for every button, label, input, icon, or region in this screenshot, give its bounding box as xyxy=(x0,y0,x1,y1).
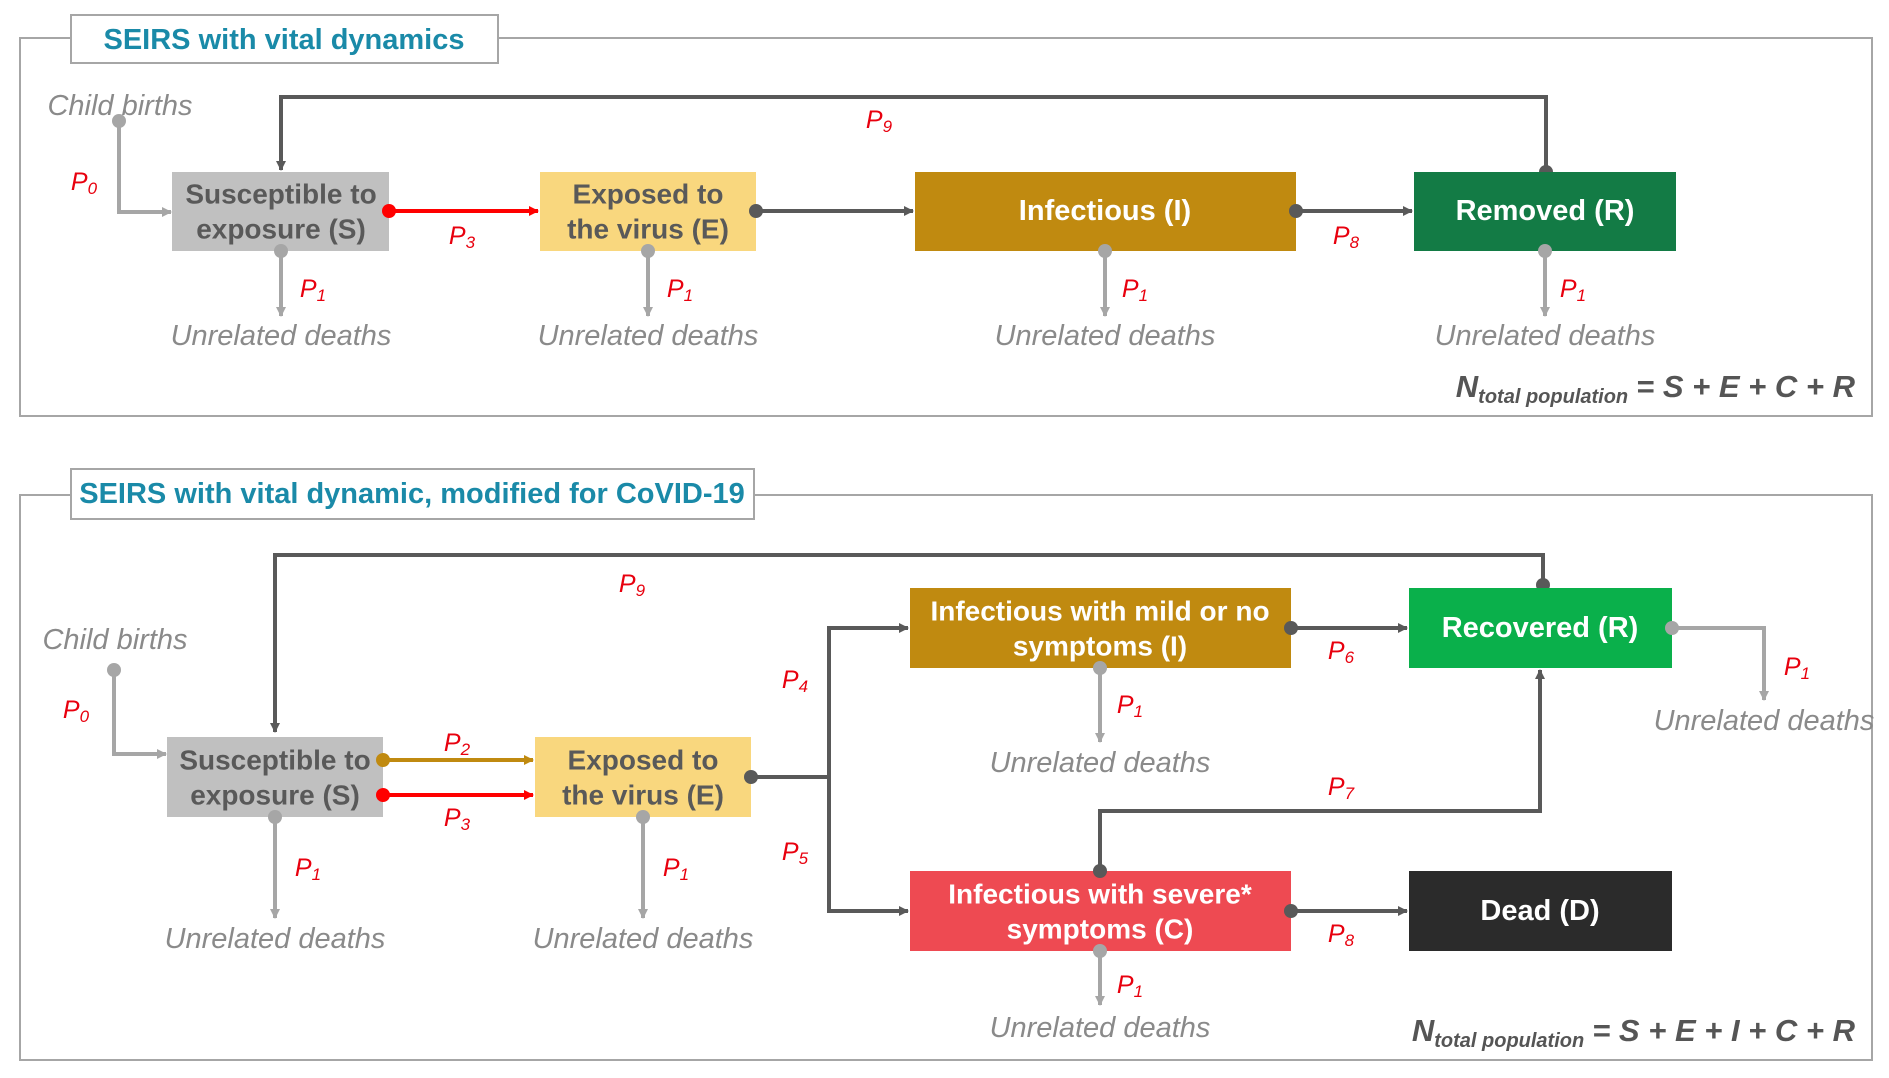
p1-dot-s-out xyxy=(382,204,396,218)
p1-arrow-births-to-s xyxy=(117,121,172,217)
p1-dot-r-death xyxy=(1538,244,1552,258)
p2-arrow-c-to-r xyxy=(1098,669,1545,871)
p1-node-susceptible-line1: Susceptible to xyxy=(185,179,376,210)
p1-dot-e-death xyxy=(641,244,655,258)
p2-param-p7: P7 xyxy=(1328,773,1355,803)
panel2-frame xyxy=(19,494,1873,1061)
p2-param-p5: P5 xyxy=(782,838,809,868)
p1-unrelated-deaths-s: Unrelated deaths xyxy=(171,320,392,352)
p2-node-susceptible-line1: Susceptible to xyxy=(179,745,370,776)
p2-unrelated-deaths-c: Unrelated deaths xyxy=(990,1012,1211,1044)
p2-equation: Ntotal population= S + E + I + C + R xyxy=(1412,1013,1856,1053)
p2-node-infectious-severe-line1: Infectious with severe* xyxy=(948,879,1252,910)
p2-arrow-r-death xyxy=(1672,626,1769,701)
panel1-title-box xyxy=(70,14,499,64)
p2-param-p3: P3 xyxy=(444,804,471,834)
p1-node-susceptible-line2: exposure (S) xyxy=(196,214,366,245)
p2-param-p9: P9 xyxy=(619,570,646,600)
p1-node-exposed-line1: Exposed to xyxy=(573,179,724,210)
p2-param-p1-e: P1 xyxy=(663,854,689,884)
p1-param-p0: P0 xyxy=(71,168,98,198)
p1-equation: Ntotal population= S + E + C + R xyxy=(1456,369,1856,409)
p2-dot-s-death xyxy=(268,810,282,824)
p1-node-infectious-label: Infectious (I) xyxy=(1019,195,1191,227)
p2-unrelated-deaths-e: Unrelated deaths xyxy=(533,923,754,955)
panel1-frame xyxy=(19,37,1873,417)
p2-param-p1-r: P1 xyxy=(1784,653,1810,683)
p2-node-infectious-mild-line1: Infectious with mild or no xyxy=(930,596,1269,627)
p1-dot-births xyxy=(112,114,126,128)
p2-param-p1-c: P1 xyxy=(1117,971,1143,1001)
p2-dot-e-death xyxy=(636,810,650,824)
p1-dot-e-out xyxy=(749,204,763,218)
p2-dot-s-out-red xyxy=(376,788,390,802)
p2-node-exposed-line2: the virus (E) xyxy=(562,780,724,811)
p1-param-p1-r: P1 xyxy=(1560,275,1586,305)
panel2-title: SEIRS with vital dynamic, modified for C… xyxy=(79,478,745,510)
p1-param-p9: P9 xyxy=(866,106,893,136)
p2-node-dead xyxy=(1409,871,1672,951)
p1-node-exposed-line2: the virus (E) xyxy=(567,214,729,245)
p2-dot-r-death xyxy=(1665,621,1679,635)
p1-child-births-label: Child births xyxy=(47,90,192,122)
p2-dot-e-out xyxy=(744,770,758,784)
p2-dot-c-death xyxy=(1093,944,1107,958)
p2-dot-i-death xyxy=(1093,661,1107,675)
p2-arrow-r-to-s xyxy=(270,553,1545,733)
p1-param-p1-e: P1 xyxy=(667,275,693,305)
p1-node-removed-label: Removed (R) xyxy=(1456,195,1635,227)
p1-node-susceptible xyxy=(172,172,389,251)
p1-node-infectious xyxy=(915,172,1296,251)
p2-node-infectious-severe xyxy=(910,871,1291,951)
p2-node-susceptible-line2: exposure (S) xyxy=(190,780,360,811)
p1-node-exposed xyxy=(540,172,756,251)
panel1-title: SEIRS with vital dynamics xyxy=(104,24,465,56)
p2-child-births-label: Child births xyxy=(42,624,187,656)
p2-arrow-births-to-s xyxy=(112,670,167,759)
p2-node-recovered xyxy=(1409,588,1672,668)
p1-param-p8: P8 xyxy=(1333,222,1360,252)
p2-unrelated-deaths-s: Unrelated deaths xyxy=(165,923,386,955)
p1-param-p3: P3 xyxy=(449,222,476,252)
panel-seirs-vital-dynamics: SEIRS with vital dynamics Child births S… xyxy=(19,14,1873,417)
p2-param-p8: P8 xyxy=(1328,920,1355,950)
p2-node-exposed-line1: Exposed to xyxy=(568,745,719,776)
p2-dot-c-out xyxy=(1284,904,1298,918)
p2-dot-i-out xyxy=(1284,621,1298,635)
p2-dot-s-out-gold xyxy=(376,753,390,767)
p1-param-p1-i: P1 xyxy=(1122,275,1148,305)
p2-unrelated-deaths-i: Unrelated deaths xyxy=(990,747,1211,779)
p2-arrow-e-to-c xyxy=(827,777,909,916)
p2-param-p4: P4 xyxy=(782,666,808,696)
p1-dot-i-out xyxy=(1289,204,1303,218)
p2-node-recovered-label: Recovered (R) xyxy=(1442,612,1639,644)
panel2-title-box xyxy=(70,468,755,520)
p2-param-p0: P0 xyxy=(63,696,90,726)
p2-arrow-e-to-i xyxy=(827,623,909,777)
p2-dot-c-top xyxy=(1093,864,1107,878)
p2-param-p1-i: P1 xyxy=(1117,691,1143,721)
p1-unrelated-deaths-i: Unrelated deaths xyxy=(995,320,1216,352)
p2-param-p2: P2 xyxy=(444,729,471,759)
p2-node-susceptible xyxy=(167,737,383,817)
p2-param-p1-s: P1 xyxy=(295,854,321,884)
p1-unrelated-deaths-r: Unrelated deaths xyxy=(1435,320,1656,352)
p1-dot-s-death xyxy=(274,244,288,258)
p2-param-p6: P6 xyxy=(1328,637,1355,667)
p2-node-infectious-mild-line2: symptoms (I) xyxy=(1013,631,1187,662)
p2-node-dead-label: Dead (D) xyxy=(1480,895,1599,927)
p1-unrelated-deaths-e: Unrelated deaths xyxy=(538,320,759,352)
p1-node-removed xyxy=(1414,172,1676,251)
p1-dot-i-death xyxy=(1098,244,1112,258)
p2-node-exposed xyxy=(535,737,751,817)
p2-dot-births xyxy=(107,663,121,677)
p2-node-infectious-mild xyxy=(910,588,1291,668)
p2-node-infectious-severe-line2: symptoms (C) xyxy=(1007,914,1194,945)
p1-arrow-r-to-s xyxy=(276,95,1548,172)
p2-unrelated-deaths-r: Unrelated deaths xyxy=(1654,705,1875,737)
p1-param-p1-s: P1 xyxy=(300,275,326,305)
panel-seirs-covid19: SEIRS with vital dynamic, modified for C… xyxy=(19,468,1875,1061)
